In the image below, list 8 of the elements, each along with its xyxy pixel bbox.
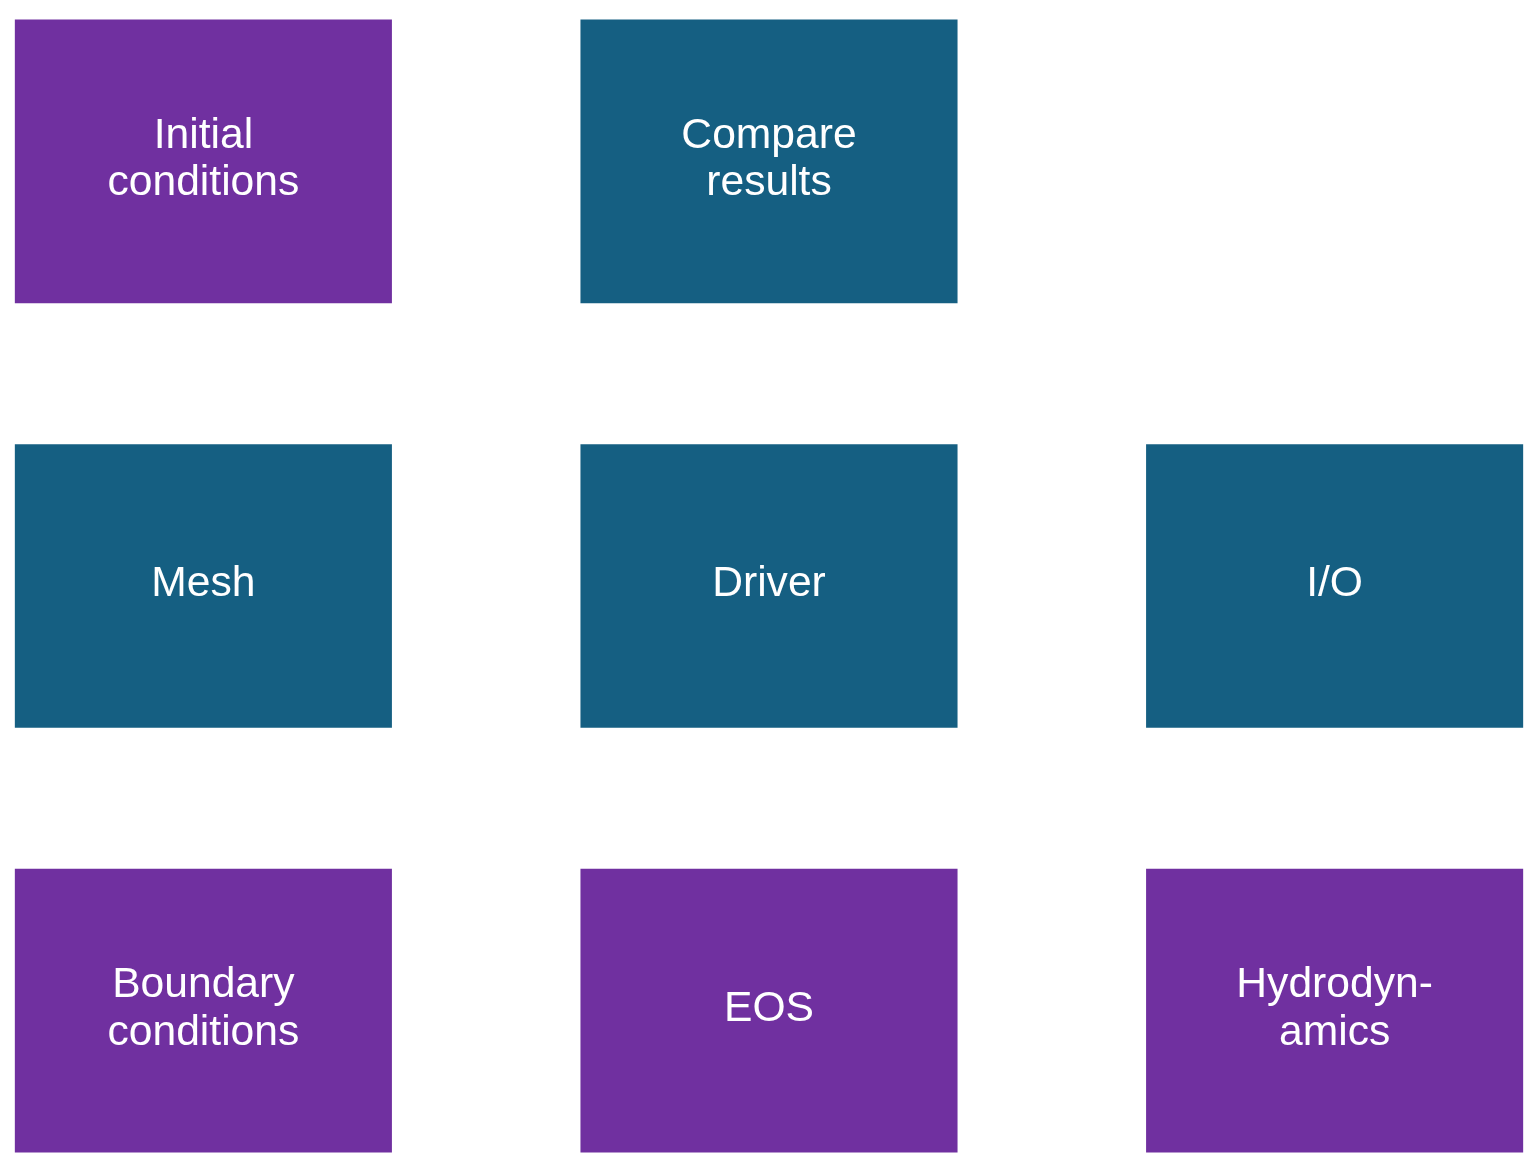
node-box: Initial conditions (14, 19, 392, 303)
node-box: Driver (580, 443, 958, 728)
node-box: Hydrodyn- amics (1146, 868, 1524, 1152)
node-box: Compare results (580, 19, 958, 303)
node-box: EOS (580, 868, 958, 1152)
node-box: Boundary conditions (14, 868, 392, 1152)
node-box: Mesh (14, 443, 392, 728)
node-box: I/O (1146, 443, 1524, 728)
